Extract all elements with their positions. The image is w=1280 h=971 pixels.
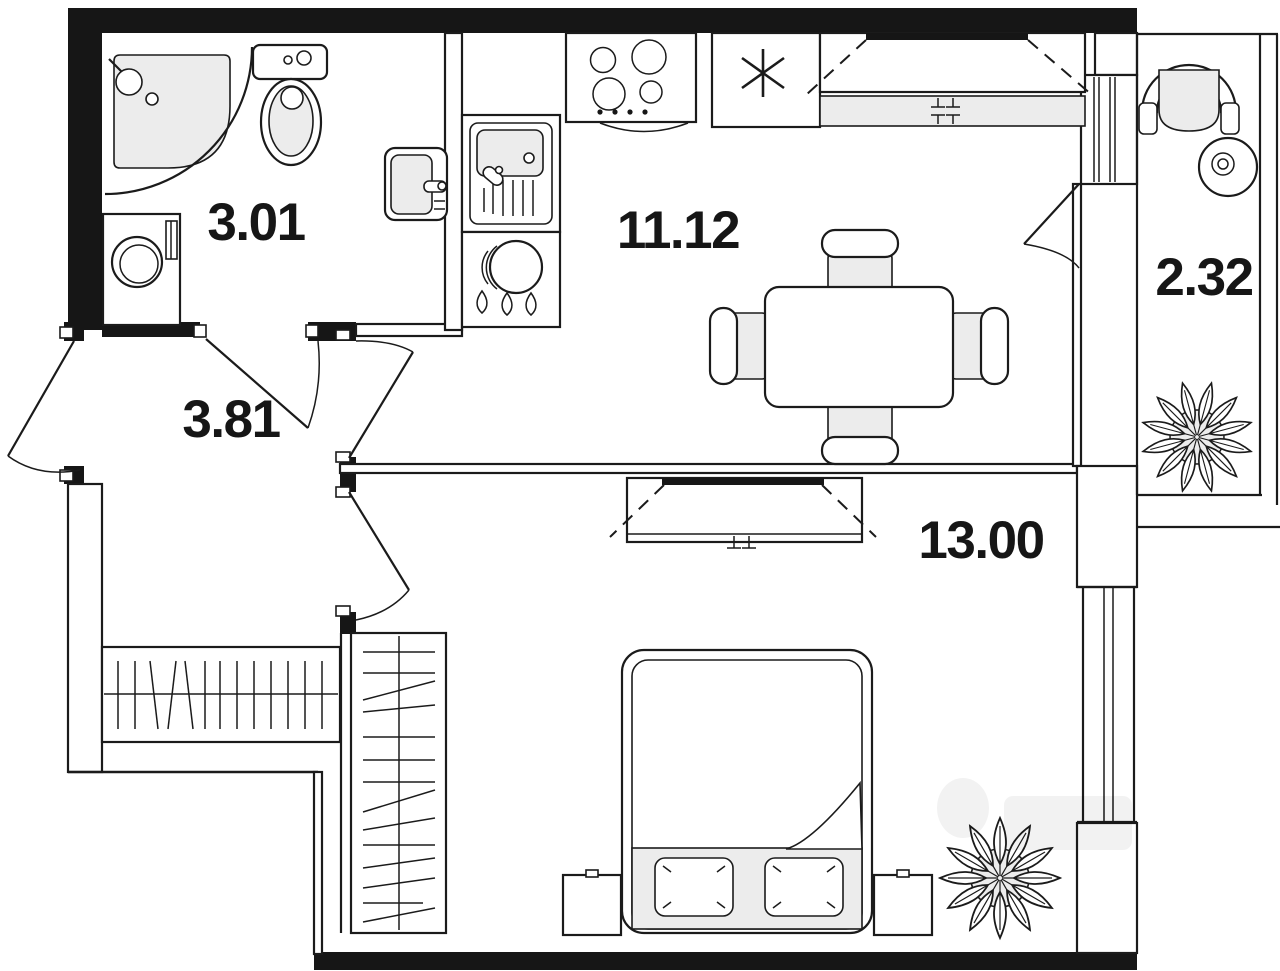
area-label-balcony: 2.32 xyxy=(1155,248,1252,307)
wall-pier-below-window xyxy=(1075,821,1139,955)
toilet-icon xyxy=(251,43,329,167)
asterisk-symbol xyxy=(741,49,785,97)
chair-bottom xyxy=(820,401,900,466)
wall-pier-above-window xyxy=(1075,464,1139,589)
chair-right xyxy=(949,306,1010,386)
bathroom-fixtures xyxy=(101,43,449,327)
chair-top xyxy=(820,228,900,293)
wall-bottom xyxy=(314,952,1137,970)
nightstand-right-icon xyxy=(872,869,934,937)
watermark xyxy=(937,778,1132,850)
kitchen-sink-icon xyxy=(460,113,562,234)
wall-kitchen-right xyxy=(1071,182,1083,468)
exterior-walls xyxy=(64,8,1137,970)
area-label-bathroom: 3.01 xyxy=(207,193,304,252)
room-wardrobe-icon xyxy=(609,476,877,549)
area-label-hallway: 3.81 xyxy=(182,390,279,449)
interior-walls xyxy=(102,31,1079,634)
left-lower-walls xyxy=(66,482,324,956)
hall-wall-stub-low xyxy=(340,612,356,634)
corner-shower-icon xyxy=(104,46,254,196)
bedroom-furniture xyxy=(561,476,1061,939)
bathroom-door xyxy=(205,338,320,429)
entrance-door-swing xyxy=(7,455,81,473)
armchair-icon xyxy=(1138,63,1240,135)
wardrobe-vertical-icon xyxy=(349,631,448,935)
doors xyxy=(7,183,1080,621)
kitchen-door-swing xyxy=(355,340,414,353)
washing-machine-icon xyxy=(101,212,182,327)
wall-left-upper xyxy=(68,8,102,330)
balcony-door-swing xyxy=(1023,243,1080,269)
room-door-leaf xyxy=(348,491,410,591)
wall-pier-top-right xyxy=(1093,31,1139,77)
stove-icon xyxy=(564,31,698,133)
wall-bottom-left-vertical xyxy=(312,770,324,956)
balcony-door-unit xyxy=(1079,73,1139,186)
hallway-wardrobes xyxy=(100,631,448,935)
side-table-icon xyxy=(1197,136,1259,198)
wall-top xyxy=(68,8,1137,33)
room-plant-icon xyxy=(939,817,1061,939)
chair-left xyxy=(708,306,769,386)
pillow-left xyxy=(654,857,734,917)
area-label-bedroom: 13.00 xyxy=(918,511,1043,570)
kitchen-door-leaf xyxy=(348,351,414,459)
nightstand-left-icon xyxy=(561,869,623,937)
dining-set xyxy=(708,228,1010,466)
dining-table xyxy=(763,285,955,409)
kitchen-fixtures xyxy=(460,31,1093,466)
balcony-plant-icon xyxy=(1140,380,1254,494)
pillow-right xyxy=(764,857,844,917)
bathroom-door-leaf xyxy=(205,338,309,429)
area-label-kitchen: 11.12 xyxy=(617,201,739,260)
wall-cabinet-icon xyxy=(805,31,1093,127)
blanket-fold xyxy=(785,780,863,850)
entrance-door xyxy=(7,340,81,473)
refrigerator-icon xyxy=(710,31,822,129)
bathroom-door-swing xyxy=(307,340,320,429)
room-door xyxy=(348,491,410,621)
wall-left-lower xyxy=(66,482,104,774)
balcony-door-swing-group xyxy=(1023,183,1080,269)
entrance-door-leaf xyxy=(7,340,75,457)
kitchen-door xyxy=(348,340,414,459)
door-jamb-notches xyxy=(59,324,351,617)
washbasin-icon xyxy=(383,146,449,222)
wardrobe-horizontal-icon xyxy=(100,645,342,744)
room-door-swing xyxy=(355,589,410,621)
window xyxy=(1077,585,1137,824)
wall-kitchen-room-divider xyxy=(338,462,1079,475)
double-bed-icon xyxy=(620,648,874,935)
balcony-furniture xyxy=(1138,63,1259,494)
balcony-door-leaf xyxy=(1023,183,1080,245)
dish-cabinet-icon xyxy=(460,230,562,329)
balcony-walls xyxy=(1135,32,1280,529)
